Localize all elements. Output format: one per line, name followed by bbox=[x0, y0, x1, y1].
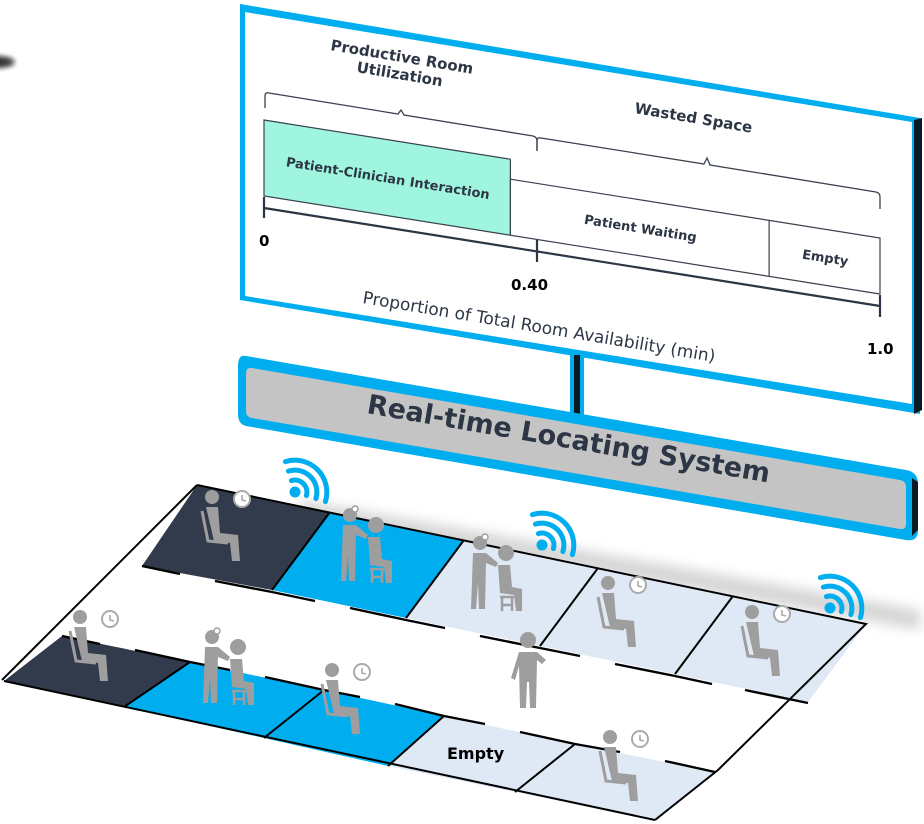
axis-line bbox=[263, 206, 881, 308]
tick-label-10: 1.0 bbox=[867, 340, 894, 358]
room-bottom-2-interaction bbox=[124, 662, 324, 738]
clock-icon bbox=[101, 610, 119, 628]
clock-icon bbox=[629, 576, 647, 594]
bar-segment-empty bbox=[768, 219, 881, 295]
clock-icon bbox=[631, 730, 649, 748]
room-top-2-interaction bbox=[272, 512, 464, 618]
clock-icon bbox=[773, 605, 791, 623]
clinician-standing-icon bbox=[511, 632, 546, 708]
seated-patient-icon bbox=[200, 490, 251, 561]
x-axis bbox=[262, 197, 882, 317]
seated-patient-icon bbox=[320, 663, 371, 734]
seated-patient-icon bbox=[596, 576, 647, 647]
seated-patient-icon bbox=[68, 610, 119, 681]
seated-patient-icon bbox=[598, 730, 649, 801]
seated-patient-icon bbox=[740, 605, 791, 676]
bracket-wasted bbox=[536, 137, 881, 209]
tick-label-0: 0 bbox=[259, 232, 269, 250]
tick-label-040: 0.40 bbox=[511, 276, 548, 294]
room-top-5-waiting bbox=[675, 596, 866, 702]
empty-room-label: Empty bbox=[447, 744, 505, 763]
room-top-4-waiting bbox=[540, 568, 733, 674]
clinician-patient-icon bbox=[341, 505, 392, 583]
room-bottom-1-waiting bbox=[4, 636, 190, 707]
wifi-signal-icon bbox=[282, 457, 330, 505]
clock-icon bbox=[233, 490, 251, 508]
wifi-signal-icon bbox=[817, 573, 865, 621]
clock-icon bbox=[353, 663, 371, 681]
wifi-signal-icon bbox=[529, 510, 577, 558]
bracket-productive bbox=[264, 92, 538, 151]
floor-plan: Empty bbox=[0, 57, 920, 821]
bar-segment-label: Empty bbox=[801, 248, 850, 270]
clinician-patient-icon bbox=[203, 627, 254, 705]
clinician-patient-icon bbox=[471, 533, 522, 611]
